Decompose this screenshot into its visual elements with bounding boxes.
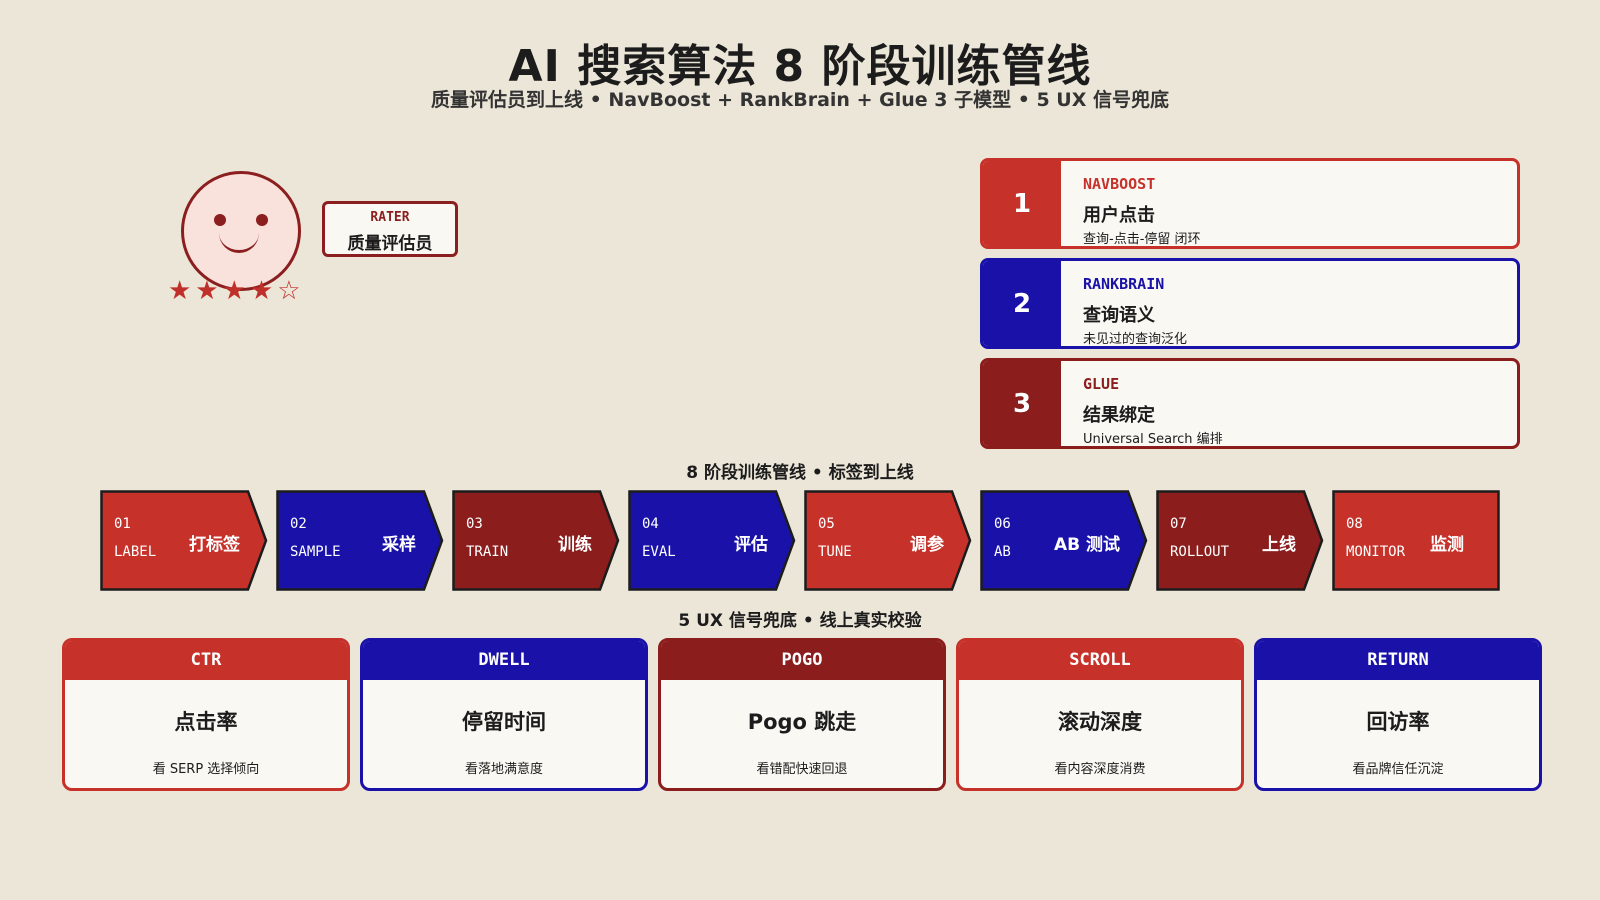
stage-number: 07 [1170,516,1187,532]
ux-signal-title: Pogo 跳走 [747,710,857,734]
stage-number: 03 [466,516,483,532]
stage-number: 06 [994,516,1011,532]
ux-signal-code: DWELL [363,641,645,680]
submodel-number: 2 [983,261,1061,346]
stage-number: 02 [290,516,307,532]
rater-tag-en: RATER [370,210,410,225]
page-title: AI 搜索算法 8 阶段训练管线 [508,41,1092,92]
ux-signal-code: CTR [65,641,347,680]
submodel-title: 结果绑定 [1083,405,1155,426]
submodel-title: 查询语义 [1083,305,1155,326]
stage-code: EVAL [642,544,676,560]
ux-signal-card: POGO Pogo 跳走看错配快速回退 [658,638,946,791]
ux-signal-desc: 看落地满意度 [464,762,543,777]
stage-code: LABEL [114,544,157,560]
rater-tag: RATER 质量评估员 [322,201,458,257]
smile [219,228,259,253]
ux-signal-desc: 看错配快速回退 [756,762,848,777]
stage-arrow-shape [628,490,796,591]
ux-signal-title: 回访率 [1366,710,1430,734]
stage-number: 08 [1346,516,1363,532]
stage-arrow-shape [452,490,620,591]
left-eye [214,214,226,226]
submodel-card: 1 NAVBOOST 用户点击查询-点击-停留 闭环 [980,158,1520,249]
ux-signal-code: RETURN [1257,641,1539,680]
ux-signal-title: 点击率 [174,710,238,734]
stage-code: SAMPLE [290,544,341,560]
stage-label-zh: AB 测试 [1053,535,1120,555]
signals-label: 5 UX 信号兜底 • 线上真实校验 [678,611,922,631]
ux-signal-card: RETURN 回访率看品牌信任沉淀 [1254,638,1542,791]
stage-code: AB [994,544,1011,560]
right-eye [256,214,268,226]
ux-signal-card: SCROLL 滚动深度看内容深度消费 [956,638,1244,791]
rating-stars: ★★★★☆ [168,276,305,306]
ux-signal-title: 滚动深度 [1058,710,1142,734]
rater-face-icon [181,171,301,291]
ux-signal-desc: 看品牌信任沉淀 [1352,762,1444,777]
stage-number: 04 [642,516,659,532]
stage-label-zh: 采样 [382,535,416,555]
submodel-name: RANKBRAIN [1083,275,1165,293]
ux-signal-code: POGO [661,641,943,680]
submodel-name: NAVBOOST [1083,175,1156,193]
stage-label-zh: 训练 [558,535,592,555]
submodel-number: 3 [983,361,1061,446]
stage-label-zh: 上线 [1262,535,1296,555]
submodel-title: 用户点击 [1083,205,1155,226]
submodel-card: 2 RANKBRAIN 查询语义未见过的查询泛化 [980,258,1520,349]
stage-arrow-shape [100,490,268,591]
submodel-desc: Universal Search 编排 [1083,432,1223,447]
ux-signal-desc: 看 SERP 选择倾向 [152,762,260,777]
submodel-desc: 未见过的查询泛化 [1083,332,1188,347]
ux-signal-card: CTR 点击率看 SERP 选择倾向 [62,638,350,791]
page-subtitle: 质量评估员到上线 • NavBoost + RankBrain + Glue 3… [431,89,1169,111]
stage-label-zh: 调参 [910,535,944,555]
ux-signal-code: SCROLL [959,641,1241,680]
stage-code: TUNE [818,544,852,560]
stage-arrow-shape [980,490,1148,591]
stage-arrow-shape [1332,490,1500,591]
stage-arrow-shape [1156,490,1324,591]
submodel-card: 3 GLUE 结果绑定 Universal Search 编排 [980,358,1520,449]
rater-tag-zh: 质量评估员 [347,234,433,254]
stage-code: MONITOR [1346,544,1406,560]
stage-code: TRAIN [466,544,509,560]
stage-arrow-shape [276,490,444,591]
ux-signal-card: DWELL 停留时间看落地满意度 [360,638,648,791]
submodel-name: GLUE [1083,375,1120,393]
pipeline-label: 8 阶段训练管线 • 标签到上线 [686,463,914,483]
stage-arrow-shape [804,490,972,591]
stage-number: 05 [818,516,835,532]
stage-code: ROLLOUT [1170,544,1230,560]
stage-label-zh: 打标签 [189,535,240,555]
stage-label-zh: 评估 [734,535,768,555]
submodel-number: 1 [983,161,1061,246]
ux-signal-title: 停留时间 [462,710,546,734]
stage-number: 01 [114,516,131,532]
ux-signal-desc: 看内容深度消费 [1054,762,1146,777]
stage-label-zh: 监测 [1430,535,1464,555]
submodel-desc: 查询-点击-停留 闭环 [1083,232,1201,247]
